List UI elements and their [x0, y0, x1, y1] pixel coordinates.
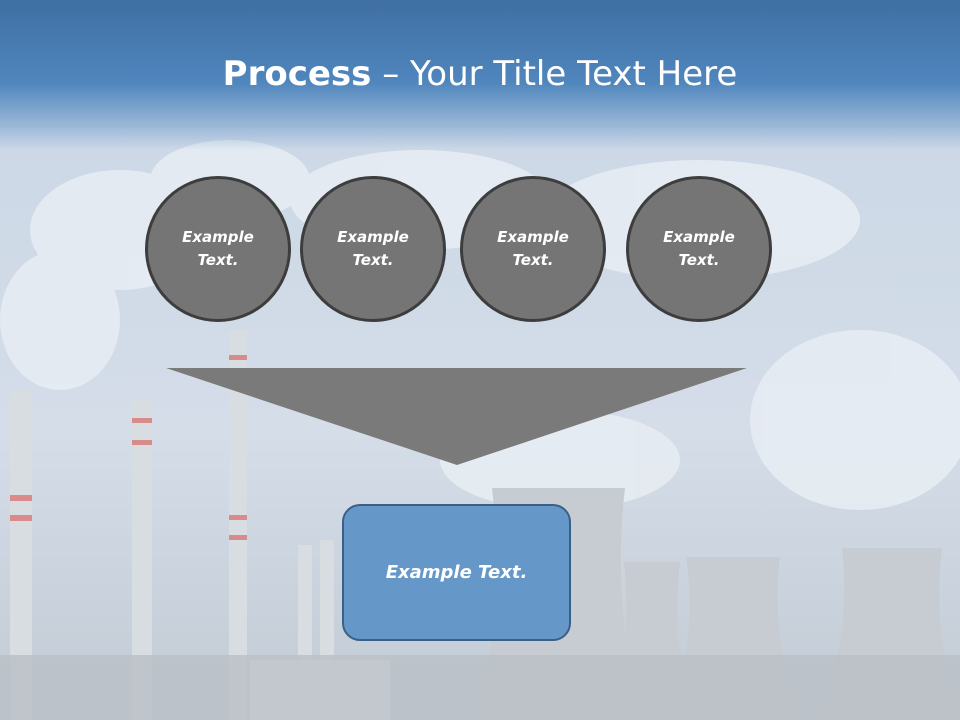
process-circle-2[interactable]: Example Text. [300, 176, 446, 322]
circle-label: Example Text. [663, 228, 735, 269]
title-text: Your Title Text Here [410, 54, 738, 94]
funnel-arrow [166, 368, 747, 465]
circle-label: Example Text. [497, 228, 569, 269]
title-separator: – [371, 54, 411, 94]
circle-label: Example Text. [337, 228, 409, 269]
title-bar [0, 0, 960, 150]
process-circle-4[interactable]: Example Text. [626, 176, 772, 322]
result-label: Example Text. [385, 562, 528, 583]
result-box[interactable]: Example Text. [342, 504, 571, 641]
title-bold: Process [222, 54, 372, 94]
process-circle-3[interactable]: Example Text. [460, 176, 606, 322]
process-circle-1[interactable]: Example Text. [145, 176, 291, 322]
slide-title: Process – Your Title Text Here [0, 52, 960, 96]
circle-label: Example Text. [182, 228, 254, 269]
